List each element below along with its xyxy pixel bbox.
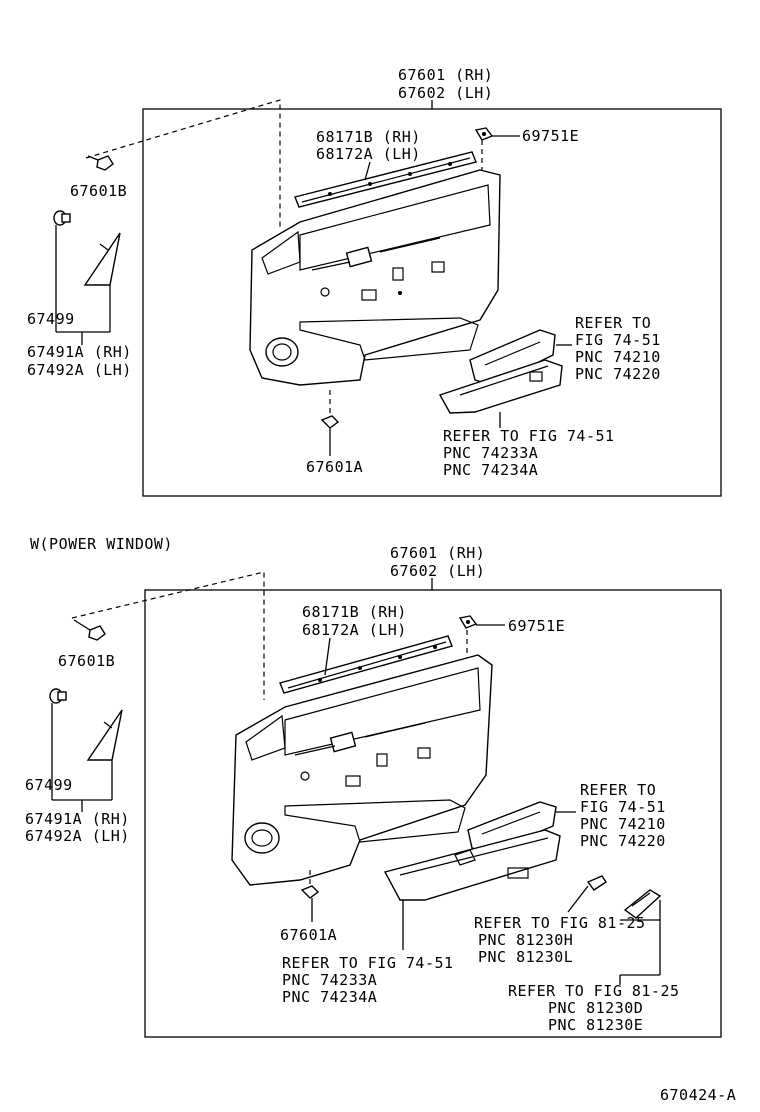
- top-armrest-refer-3: PNC 74210: [575, 348, 661, 366]
- bottom-assembly: W(POWER WINDOW) 67601 (RH) 67602 (LH) 68…: [25, 535, 722, 1038]
- bottom-corner-rh-label: 67491A (RH): [25, 810, 130, 828]
- top-strip-rh-label: 68171B (RH): [316, 128, 421, 146]
- top-clip-69751e-icon: [474, 127, 494, 141]
- top-pocket-refer-2: PNC 74233A: [443, 444, 538, 462]
- bottom-strip-rh-label: 68171B (RH): [302, 603, 407, 621]
- bottom-armrest: [467, 801, 557, 853]
- bottom-pocket-refer-2: PNC 74233A: [282, 971, 377, 989]
- top-strip-lh-label: 68172A (LH): [316, 145, 421, 163]
- top-belt-moulding: [294, 151, 477, 208]
- figure-id: 670424-A: [660, 1086, 736, 1104]
- bottom-armrest-refer-4: PNC 74220: [580, 832, 666, 850]
- top-clip-left-label: 67601B: [70, 182, 127, 200]
- bottom-corner-cover-icon: [86, 709, 123, 761]
- top-panel-lh-label: 67602 (LH): [398, 84, 493, 102]
- top-grommet-label: 67499: [27, 310, 75, 328]
- top-corner-cover-icon: [83, 232, 121, 286]
- bottom-armrest-refer-2: FIG 74-51: [580, 798, 666, 816]
- bottom-clip-top-label: 69751E: [508, 617, 565, 635]
- bottom-grommet-label: 67499: [25, 776, 73, 794]
- top-armrest-refer-1: REFER TO: [575, 314, 651, 332]
- bottom-panel-rh-label: 67601 (RH): [390, 544, 485, 562]
- section-title: W(POWER WINDOW): [30, 535, 173, 553]
- bottom-panel-lh-label: 67602 (LH): [390, 562, 485, 580]
- top-clip-67601b-icon: [87, 155, 114, 171]
- top-corner-rh-label: 67491A (RH): [27, 343, 132, 361]
- bottom-switch2-refer-2: PNC 81230D: [548, 999, 643, 1017]
- bottom-pocket-refer-1: REFER TO FIG 74-51: [282, 954, 454, 972]
- top-grommet-icon: [53, 210, 71, 226]
- bottom-clip-67601a-icon: [300, 870, 320, 899]
- bottom-door-trim-panel: [231, 654, 493, 886]
- top-clip-67601a-icon: [320, 390, 340, 429]
- top-clip-top-label: 69751E: [522, 127, 579, 145]
- top-armrest-refer-2: FIG 74-51: [575, 331, 661, 349]
- bottom-clip-left-label: 67601B: [58, 652, 115, 670]
- bottom-switch-refer-3: PNC 81230L: [478, 948, 573, 966]
- top-assembly: 67601 (RH) 67602 (LH) 68171B (RH) 68172A…: [27, 66, 722, 497]
- bottom-clip-67601b-icon: [73, 619, 106, 641]
- bottom-switch-refer-2: PNC 81230H: [478, 931, 573, 949]
- bottom-power-window-switch-icon: [567, 875, 607, 913]
- top-clip-bottom-label: 67601A: [306, 458, 363, 476]
- top-panel-rh-label: 67601 (RH): [398, 66, 493, 84]
- top-door-pocket: [438, 359, 563, 414]
- top-door-trim-panel: [249, 169, 501, 386]
- top-armrest: [469, 329, 556, 386]
- bottom-belt-moulding: [279, 635, 453, 694]
- bottom-door-pocket: [383, 829, 561, 901]
- bottom-switch2-refer-1: REFER TO FIG 81-25: [508, 982, 680, 1000]
- top-pocket-refer-3: PNC 74234A: [443, 461, 538, 479]
- bottom-master-switch-icon: [623, 889, 662, 919]
- bottom-clip-bottom-label: 67601A: [280, 926, 337, 944]
- bottom-armrest-refer-3: PNC 74210: [580, 815, 666, 833]
- bottom-clip-69751e-icon: [458, 615, 478, 629]
- bottom-corner-lh-label: 67492A (LH): [25, 827, 130, 845]
- bottom-pocket-refer-3: PNC 74234A: [282, 988, 377, 1006]
- bottom-strip-lh-label: 68172A (LH): [302, 621, 407, 639]
- bottom-grommet-icon: [49, 688, 67, 704]
- bottom-switch-refer-1: REFER TO FIG 81-25: [474, 914, 646, 932]
- bottom-armrest-refer-1: REFER TO: [580, 781, 656, 799]
- bottom-switch2-refer-3: PNC 81230E: [548, 1016, 643, 1034]
- top-armrest-refer-4: PNC 74220: [575, 365, 661, 383]
- bottom-frame: [144, 589, 722, 1038]
- top-corner-lh-label: 67492A (LH): [27, 361, 132, 379]
- top-pocket-refer-1: REFER TO FIG 74-51: [443, 427, 615, 445]
